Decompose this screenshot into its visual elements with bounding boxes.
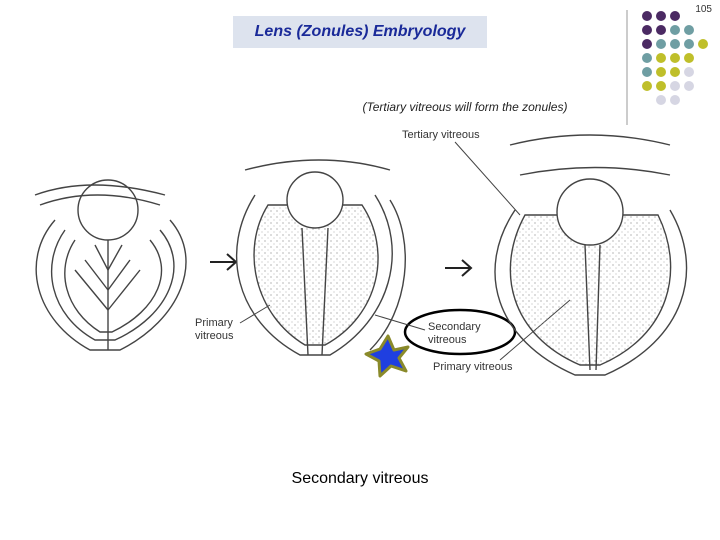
vitreous-development-diagram: Primary vitreous Secondary vitreous Prim…	[34, 129, 688, 378]
caption-secondary-vitreous: Secondary vitreous	[291, 470, 429, 487]
leader-line	[374, 314, 426, 331]
dot	[670, 53, 680, 63]
dot	[670, 67, 680, 77]
dot	[670, 11, 680, 21]
arrow-right-icon	[445, 259, 473, 277]
dot	[670, 81, 680, 91]
slide-title-box: Lens (Zonules) Embryology	[233, 16, 487, 48]
arrow-right-icon	[210, 253, 238, 271]
label-primary-vitreous-left-2: vitreous	[195, 330, 234, 342]
dot	[684, 39, 694, 49]
dot	[684, 67, 694, 77]
dot	[642, 67, 652, 77]
dot	[684, 25, 694, 35]
label-primary-vitreous-left: Primary	[195, 317, 233, 329]
leader-line	[239, 304, 271, 324]
label-tertiary-vitreous: Tertiary vitreous	[402, 129, 480, 141]
dot	[684, 81, 694, 91]
dot	[642, 53, 652, 63]
dot	[656, 25, 666, 35]
dot	[684, 53, 694, 63]
dot	[656, 39, 666, 49]
dot	[656, 67, 666, 77]
eye-stage-1	[34, 179, 187, 351]
dot	[670, 25, 680, 35]
dot	[656, 11, 666, 21]
dot	[670, 39, 680, 49]
dot	[656, 95, 666, 105]
dot	[698, 39, 708, 49]
slide-number: 105	[695, 4, 712, 15]
dot	[642, 81, 652, 91]
label-primary-vitreous-right: Primary vitreous	[433, 361, 513, 373]
dot	[642, 39, 652, 49]
slide-title: Lens (Zonules) Embryology	[254, 23, 466, 40]
dot	[642, 11, 652, 21]
dot	[670, 95, 680, 105]
label-secondary-vitreous-2: vitreous	[428, 334, 467, 346]
highlight-star-icon	[364, 334, 410, 378]
label-secondary-vitreous: Secondary	[428, 321, 481, 333]
dot	[642, 25, 652, 35]
eye-stage-3	[494, 134, 688, 376]
dot	[656, 53, 666, 63]
highlight-oval	[403, 308, 517, 356]
eye-stage-2	[235, 159, 406, 356]
dot	[656, 81, 666, 91]
slide-subtitle: (Tertiary vitreous will form the zonules…	[362, 100, 568, 114]
leader-line	[454, 141, 521, 216]
